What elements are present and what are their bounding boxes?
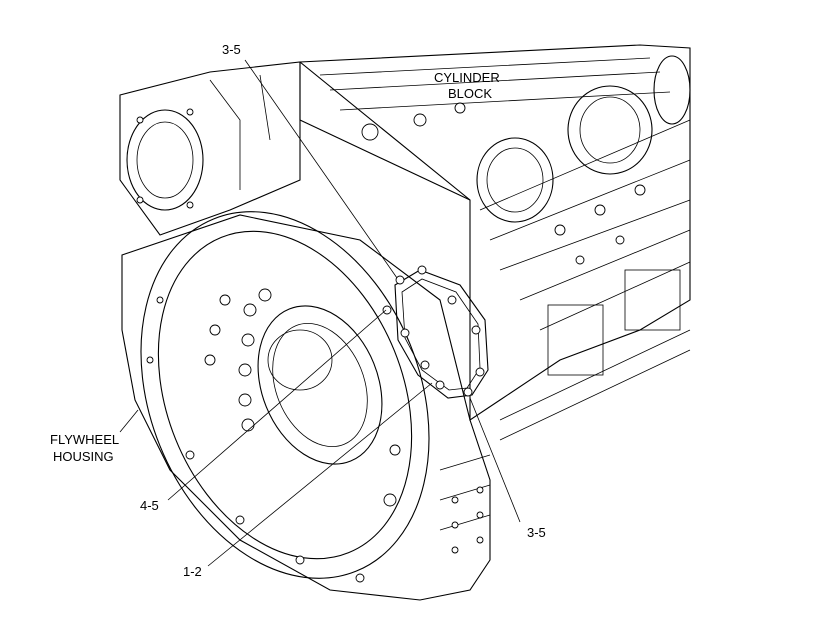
cylinder-block-drawing xyxy=(298,44,691,441)
leader-line-left xyxy=(167,309,387,501)
leader-line-right xyxy=(469,397,521,523)
callout-right-label: 3-5 xyxy=(527,525,546,540)
leader-line-top xyxy=(244,59,398,279)
callout-bottom-label: 1-2 xyxy=(183,564,202,579)
flywheel-housing-label-line2: HOUSING xyxy=(53,449,114,464)
cylinder-block-label-line1: CYLINDER xyxy=(434,70,500,85)
leader-line-bottom xyxy=(207,382,433,567)
cover-plate xyxy=(382,265,489,399)
callout-left-label: 4-5 xyxy=(140,498,159,513)
cylinder-block-label-line2: BLOCK xyxy=(448,86,492,101)
upper-housing-drawing xyxy=(119,61,301,236)
flywheel-housing-label-line1: FLYWHEEL xyxy=(50,432,119,447)
callout-top-label: 3-5 xyxy=(222,42,241,57)
leader-line-flywheel xyxy=(119,409,139,433)
flywheel-housing-drawing xyxy=(121,211,491,601)
